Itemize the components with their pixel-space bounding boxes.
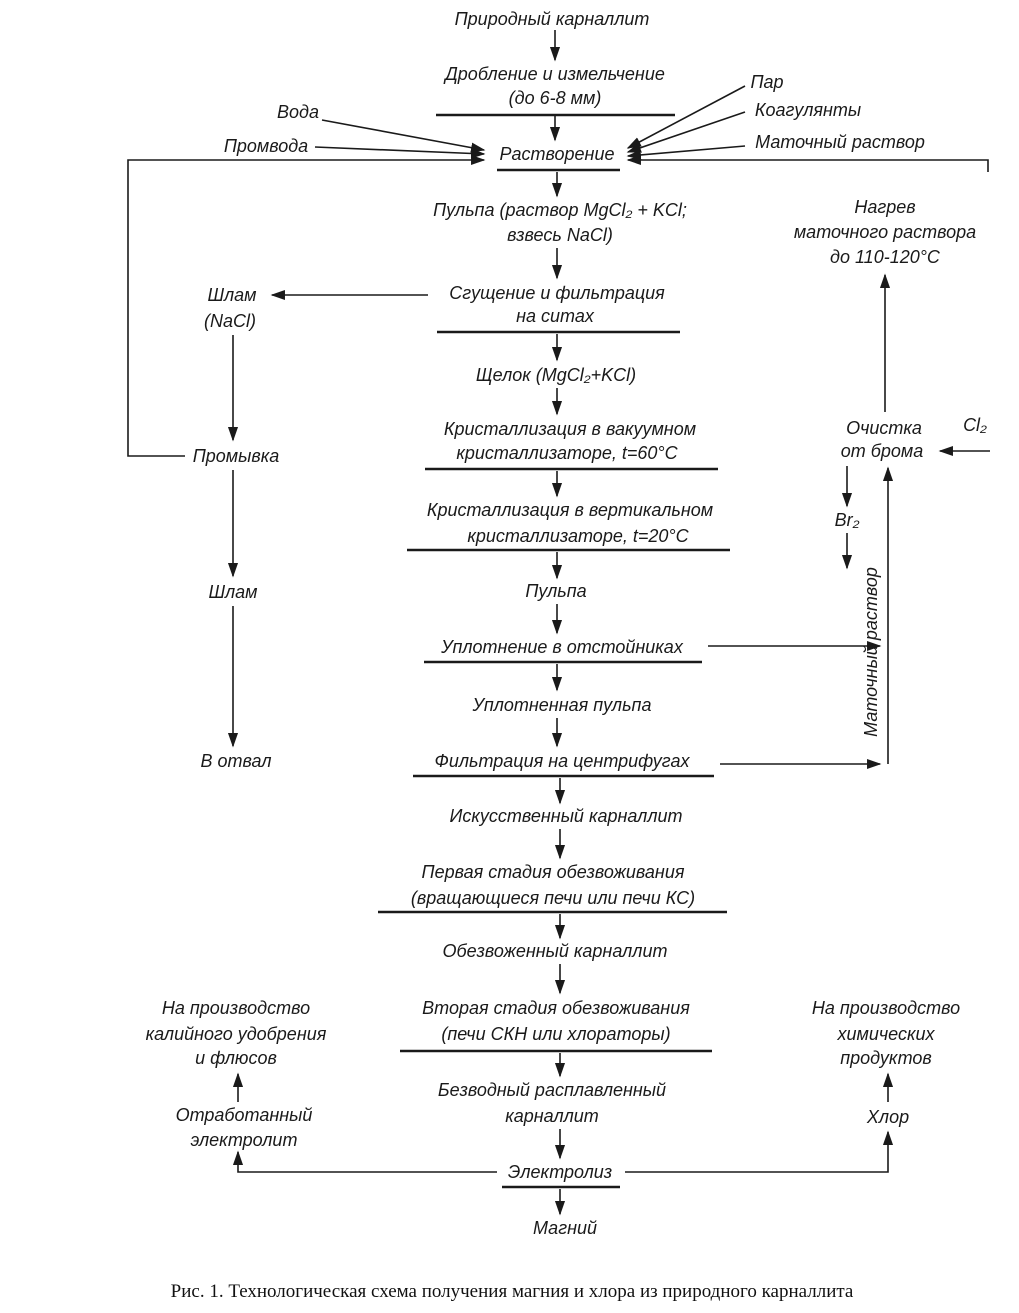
input-cl2: Cl₂ <box>963 415 987 435</box>
arrow-washing-return <box>127 154 486 457</box>
node-dehydrated-carnallite: Обезвоженный карналлит <box>443 941 668 961</box>
node-cryst-vacuum-line1: Кристаллизация в вакуумном <box>444 419 696 439</box>
node-centrifuge: Фильтрация на центрифугах <box>435 751 691 771</box>
node-dump: В отвал <box>201 751 272 771</box>
arrow-steam <box>626 85 746 149</box>
node-slime-nacl-line2: (NaCl) <box>204 311 256 331</box>
node-thickening-line1: Сгущение и фильтрация <box>449 283 665 303</box>
node-anhydrous-line2: карналлит <box>505 1106 599 1126</box>
arrow-coagulants <box>626 111 746 153</box>
node-magnesium: Магний <box>533 1218 597 1238</box>
node-dehydration1-line1: Первая стадия обезвоживания <box>422 862 685 882</box>
node-slime-nacl-line1: Шлам <box>207 285 256 305</box>
node-potash-line3: и флюсов <box>195 1048 277 1068</box>
arrow-mother-liquor <box>626 145 746 160</box>
input-steam: Пар <box>750 72 783 92</box>
node-pulp: Пульпа <box>525 581 586 601</box>
node-potash-line2: калийного удобрения <box>146 1024 327 1044</box>
node-electrolysis: Электролиз <box>508 1162 612 1182</box>
node-chlorine: Хлор <box>866 1107 909 1127</box>
node-bromine-line2: от брома <box>841 441 924 461</box>
node-dehydration2-line1: Вторая стадия обезвоживания <box>422 998 690 1018</box>
arrow-water <box>321 119 486 153</box>
node-crushing-line1: Дробление и измельчение <box>443 64 665 84</box>
node-spent-electrolyte-line2: электролит <box>191 1130 298 1150</box>
node-cryst-vertical-line2: кристаллизаторе, t=20°C <box>467 526 689 546</box>
input-mother-liquor: Маточный раствор <box>755 132 925 152</box>
node-thickening-line2: на ситах <box>516 306 595 326</box>
node-heating-line3: до 110-120°C <box>830 247 941 267</box>
node-pulp-line2: взвесь NaCl) <box>507 225 613 245</box>
input-rinse-water: Промвода <box>224 136 308 156</box>
node-cryst-vertical-line1: Кристаллизация в вертикальном <box>427 500 713 520</box>
node-natural-carnallite: Природный карналлит <box>455 9 650 29</box>
node-crushing-line2: (до 6-8 мм) <box>509 88 602 108</box>
node-heating-line2: маточного раствора <box>794 222 976 242</box>
node-dehydration2-line2: (печи СКН или хлораторы) <box>441 1024 670 1044</box>
node-spent-electrolyte-line1: Отработанный <box>176 1105 313 1125</box>
node-chemicals-line2: химических <box>837 1024 936 1044</box>
node-bromine-line1: Очистка <box>846 418 922 438</box>
node-dehydration1-line2: (вращающиеся печи или печи КС) <box>411 888 695 908</box>
node-pulp-line1: Пульпа (раствор MgCl₂ + KCl; <box>433 200 687 220</box>
node-chemicals-line1: На производство <box>812 998 960 1018</box>
node-chemicals-line3: продуктов <box>840 1048 932 1068</box>
node-heating-line1: Нагрев <box>854 197 915 217</box>
node-cryst-vacuum-line2: кристаллизаторе, t=60°C <box>456 443 678 463</box>
output-br2: Br₂ <box>835 510 860 530</box>
node-potash-line1: На производство <box>162 998 310 1018</box>
arrow-to-chlorine <box>625 1130 894 1173</box>
node-artificial-carnallite: Искусственный карналлит <box>450 806 683 826</box>
node-washing: Промывка <box>193 446 280 466</box>
node-dissolution: Растворение <box>500 144 615 164</box>
node-anhydrous-line1: Безводный расплавленный <box>438 1080 666 1100</box>
arrow-to-spent-electrolyte <box>232 1150 497 1173</box>
arrow-heating-to-dissolution <box>626 154 989 172</box>
node-slime: Шлам <box>208 582 257 602</box>
input-coagulants: Коагулянты <box>755 100 861 120</box>
node-settling: Уплотнение в отстойниках <box>440 637 684 657</box>
figure-caption: Рис. 1. Технологическая схема получения … <box>171 1281 854 1302</box>
node-lye: Щелок (MgCl₂+KCl) <box>476 365 636 385</box>
label-mother-liquor-vertical: Маточный раствор <box>861 567 881 737</box>
arrow-rinse-water <box>314 146 486 159</box>
input-water: Вода <box>277 102 319 122</box>
node-thickened-pulp: Уплотненная пульпа <box>472 695 652 715</box>
